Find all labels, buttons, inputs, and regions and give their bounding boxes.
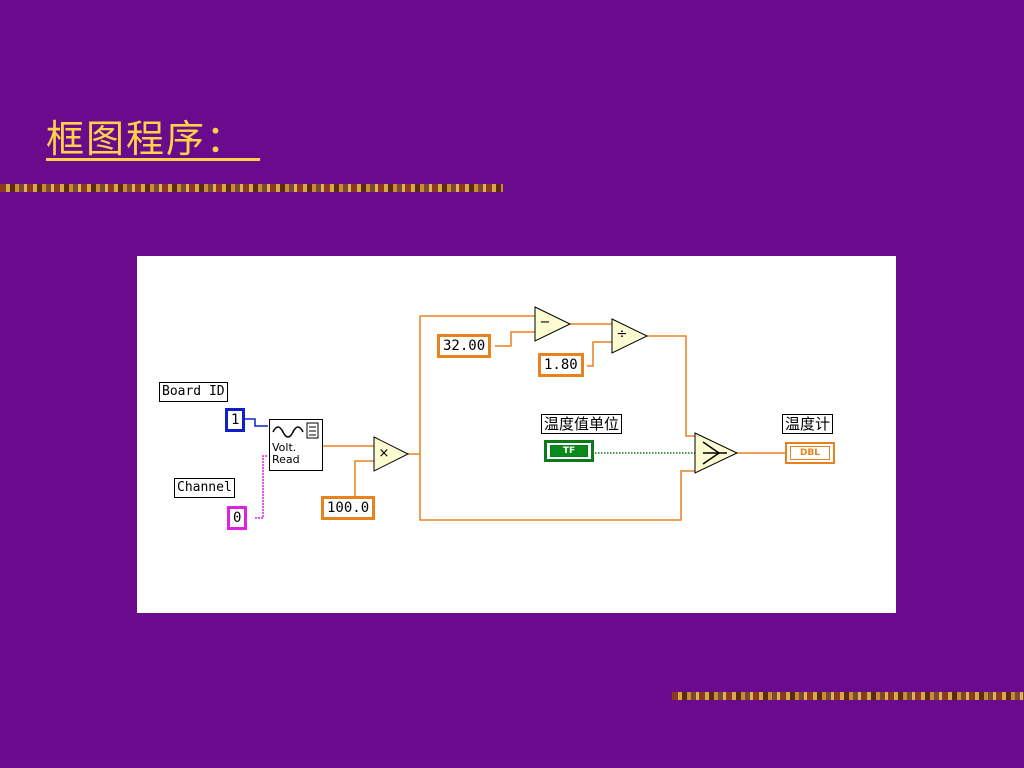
- board-id-control[interactable]: 1: [225, 408, 246, 432]
- divide-node[interactable]: [611, 318, 649, 354]
- board-id-label: Board ID: [159, 382, 228, 402]
- wire-divide-out: [647, 335, 697, 437]
- diagram-wires: [241, 306, 785, 521]
- multiply-symbol: ×: [378, 446, 390, 461]
- divide-symbol: ÷: [616, 327, 628, 342]
- subtract-node[interactable]: [534, 306, 572, 342]
- decorative-divider-top: [0, 184, 503, 192]
- decorative-divider-bottom: [672, 692, 1024, 700]
- divide-constant[interactable]: 1.80: [538, 353, 584, 377]
- output-type-text: DBL: [790, 446, 830, 460]
- subtract-symbol: −: [539, 315, 551, 330]
- channel-label: Channel: [174, 478, 235, 498]
- unit-label: 温度值单位: [541, 414, 623, 434]
- wire-divide-const: [587, 341, 612, 367]
- wire-to-select-false: [419, 316, 697, 521]
- unit-boolean-control[interactable]: TF: [544, 440, 594, 462]
- slide-title: 框图程序：: [46, 117, 261, 161]
- vi-label: Volt. Read: [272, 441, 300, 466]
- multiply-constant[interactable]: 100.0: [321, 496, 376, 520]
- wire-multiply-const: [354, 460, 374, 496]
- volt-read-vi[interactable]: Volt. Read: [269, 419, 323, 471]
- wire-channel: [255, 455, 268, 519]
- wire-subtract-const: [495, 331, 535, 347]
- channel-control[interactable]: 0: [227, 506, 248, 530]
- wire-board-id: [241, 418, 268, 427]
- block-diagram-panel: Board ID 1 Channel 0 Volt. Read × 100.0 …: [137, 256, 896, 613]
- output-label: 温度计: [782, 414, 834, 434]
- sine-wave-icon: [272, 422, 319, 439]
- subtract-constant[interactable]: 32.00: [437, 334, 492, 358]
- output-indicator[interactable]: DBL: [785, 442, 835, 464]
- unit-boolean-text: TF: [550, 445, 588, 457]
- multiply-node[interactable]: [373, 436, 410, 472]
